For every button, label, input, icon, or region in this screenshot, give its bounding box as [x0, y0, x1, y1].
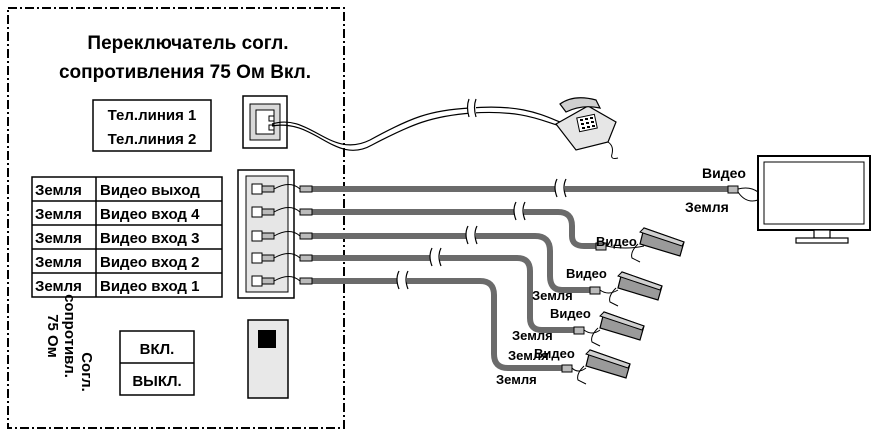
camera-3-video-label: Видео [550, 306, 591, 321]
termination-label-line1: Согл. [78, 352, 95, 392]
terminal-video-in-3-label: Видео вход 3 [100, 230, 199, 247]
camera-2-ground-label: Земля [512, 328, 553, 343]
phone-line-1-label: Тел.линия 1 [108, 107, 197, 124]
monitor-icon [727, 155, 871, 244]
termination-label-line2: сопротивл. [61, 294, 78, 378]
device-panel-outline [7, 7, 345, 429]
cable-video-in-1 [309, 278, 565, 371]
camera-icon [561, 349, 631, 385]
camera-4-ground-label: Земля [496, 372, 537, 387]
terminal-video-in-2-label: Видео вход 2 [100, 254, 199, 271]
cable-video-in-4 [309, 209, 599, 249]
panel-title-line1: Переключатель согл. [87, 33, 288, 54]
terminal-table [31, 176, 223, 298]
camera-icon [573, 311, 645, 347]
phone-wire [271, 98, 561, 151]
camera-2-video-label: Видео [566, 266, 607, 281]
camera-icon [589, 271, 663, 307]
switch-off-label: ВЫКЛ. [132, 373, 181, 390]
switch-on-label: ВКЛ. [140, 341, 175, 358]
switch-knob [258, 330, 276, 348]
camera-1-ground-label: Земля [532, 288, 573, 303]
terminal-ground-label: Земля [35, 206, 82, 223]
panel-title-line2: сопротивления 75 Ом Вкл. [59, 62, 311, 83]
camera-icon [595, 227, 685, 263]
video-cables [309, 186, 733, 371]
monitor-ground-label: Земля [685, 199, 729, 215]
terminal-video-in-1-label: Видео вход 1 [100, 278, 199, 295]
phone-lines-box [92, 99, 212, 152]
camera-1-video-label: Видео [596, 234, 637, 249]
terminal-ground-label: Земля [35, 182, 82, 199]
termination-switch [247, 319, 289, 399]
terminal-video-out-label: Видео выход [100, 182, 200, 199]
camera-4-video-label: Видео [534, 346, 575, 361]
terminal-plugs [251, 183, 313, 287]
terminal-ground-label: Земля [35, 278, 82, 295]
terminal-video-in-4-label: Видео вход 4 [100, 206, 200, 223]
telephone-icon [555, 97, 619, 159]
monitor-video-label: Видео [702, 165, 746, 181]
cable-video-in-2 [309, 255, 577, 333]
cable-break-marks [396, 178, 567, 290]
terminal-ground-label: Земля [35, 254, 82, 271]
phone-jack [242, 95, 288, 149]
terminal-ground-label: Земля [35, 230, 82, 247]
phone-line-2-label: Тел.линия 2 [108, 131, 197, 148]
termination-vertical-label: Согл. сопротивл. 75 Ом [44, 294, 95, 392]
camera-3-ground-label: Земля [508, 348, 549, 363]
cable-video-in-3 [309, 233, 593, 293]
termination-label-line3: 75 Ом [44, 314, 61, 358]
